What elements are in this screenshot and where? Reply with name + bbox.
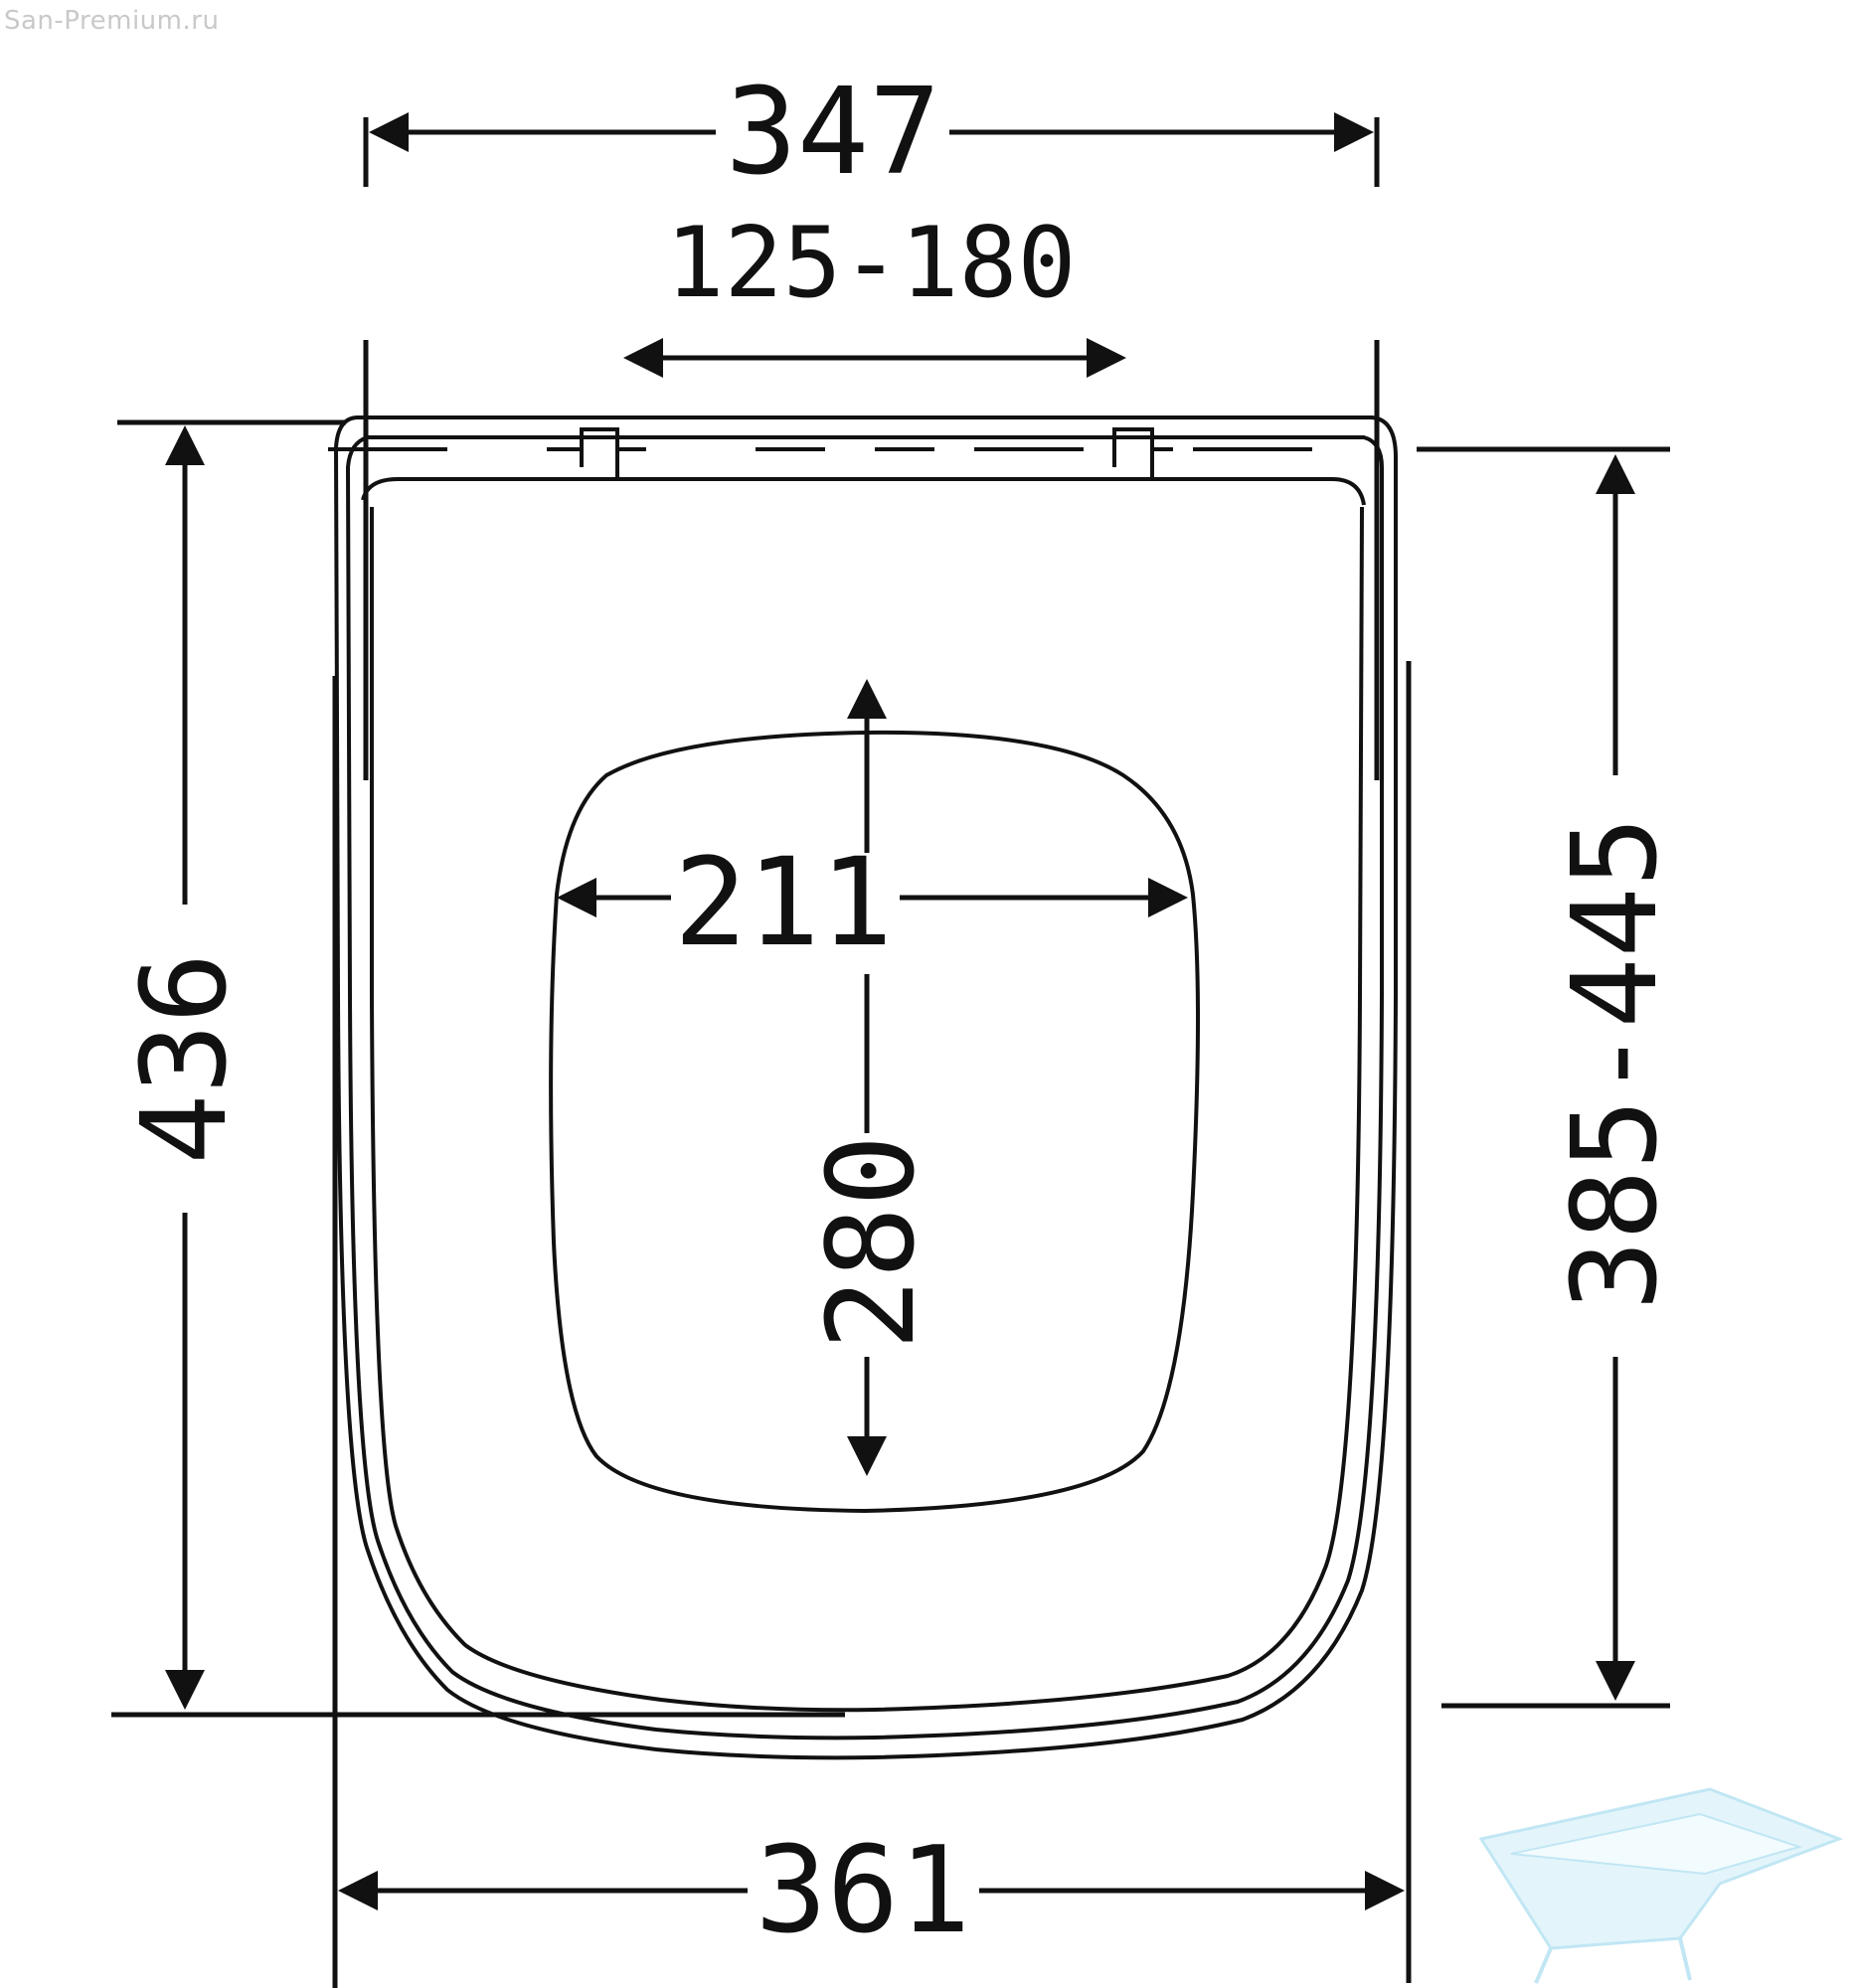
hinge-area xyxy=(328,427,1312,479)
extension-lines xyxy=(111,117,1670,1988)
seat-outline xyxy=(333,415,1398,1760)
dim-label-hinge-spacing: 125-180 xyxy=(665,207,1076,320)
watermark-text: San-Premium.ru xyxy=(4,6,220,36)
seat-outer-edge xyxy=(333,415,1398,1760)
bathtub-logo-icon xyxy=(1478,1787,1844,1984)
dim-label-bowl-range: 385-445 xyxy=(1546,816,1683,1310)
lid-top-edge xyxy=(361,477,1366,506)
seat-inner-edge xyxy=(345,435,1384,1740)
lid-side-left xyxy=(370,506,1364,1713)
seat-opening xyxy=(549,730,1200,1514)
dim-label-211: 211 xyxy=(674,832,893,973)
dim-label-436: 436 xyxy=(115,952,253,1164)
dimension-lines xyxy=(165,112,1635,1910)
dim-label-280: 280 xyxy=(803,1135,941,1351)
dim-label-347: 347 xyxy=(726,64,941,202)
dim-label-361: 361 xyxy=(756,1822,971,1960)
hinge-right-notch xyxy=(1112,427,1154,479)
